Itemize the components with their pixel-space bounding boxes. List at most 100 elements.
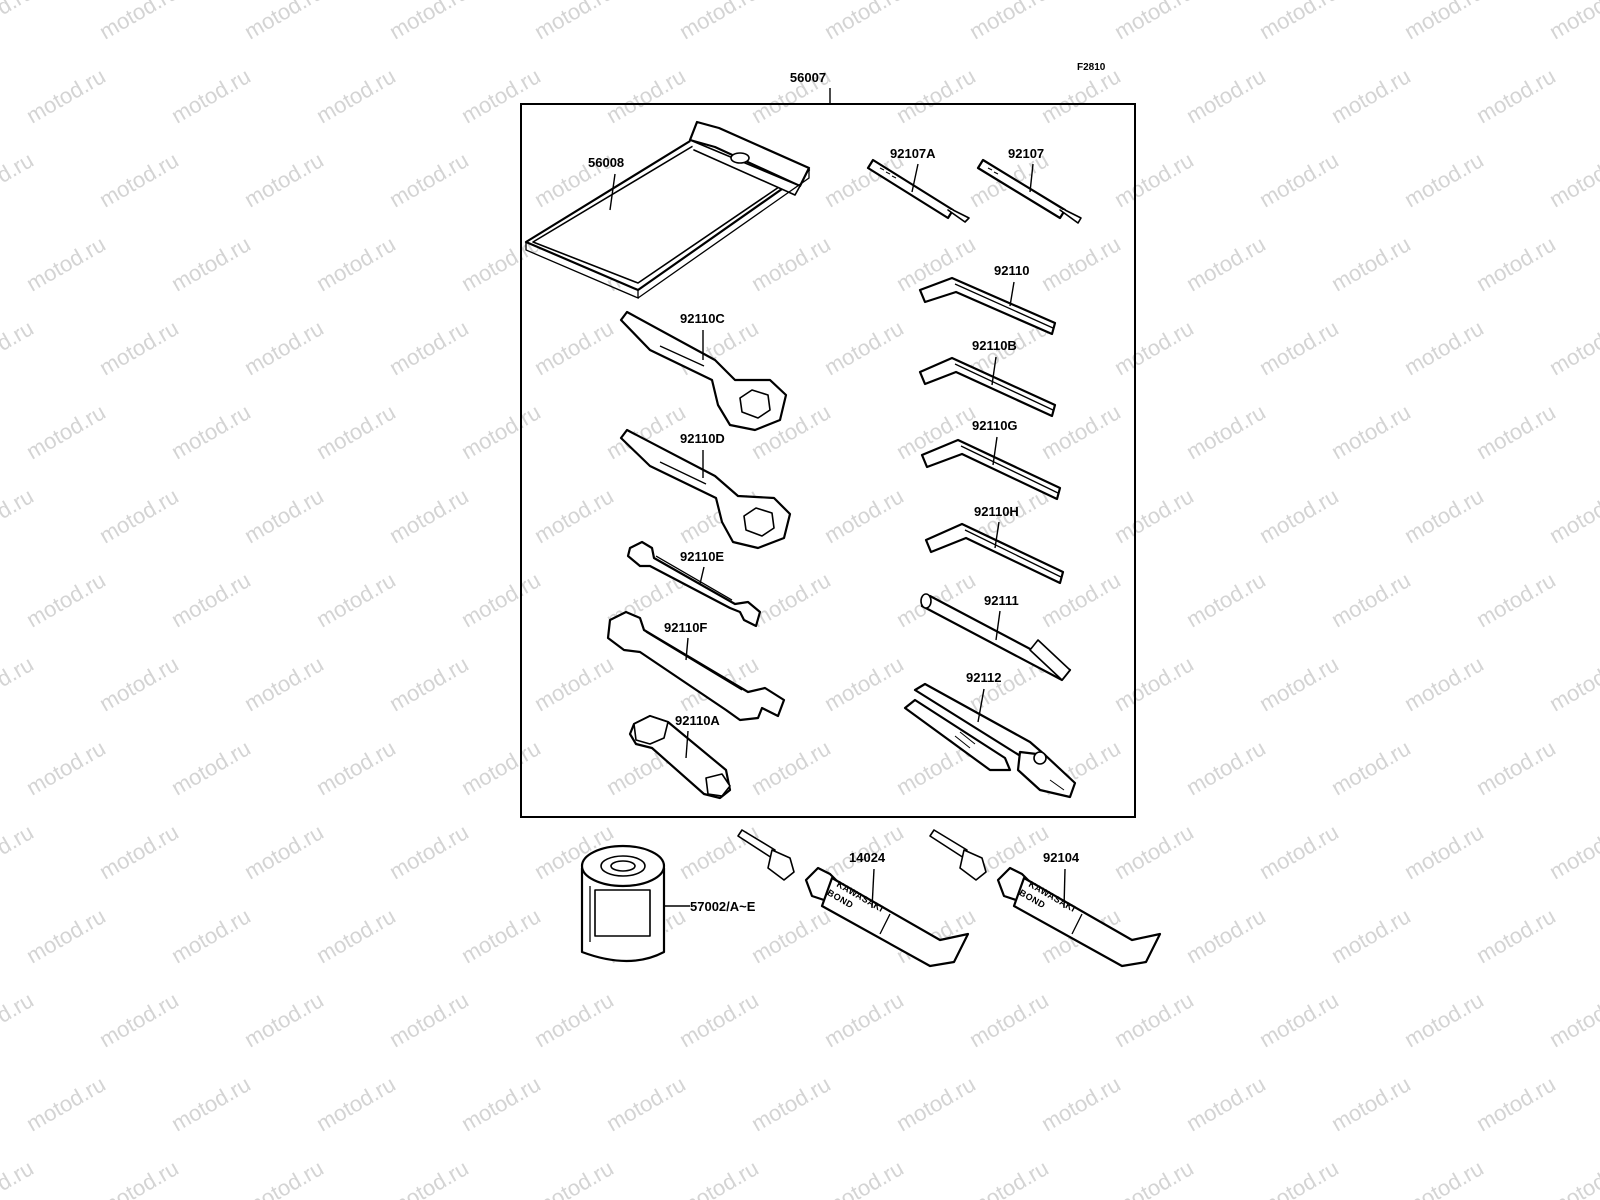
- watermark-text: motod.ru: [167, 567, 255, 632]
- label-open-wrench-f: 92110F: [664, 620, 707, 635]
- watermark-text: motod.ru: [1110, 819, 1198, 884]
- watermark-text: motod.ru: [1110, 651, 1198, 716]
- watermark-text: motod.ru: [1545, 651, 1600, 716]
- watermark-text: motod.ru: [312, 735, 400, 800]
- label-bond-tube-1: 14024: [849, 850, 886, 865]
- hex-wrench-92110b: [918, 356, 1057, 418]
- watermark-text: motod.ru: [892, 1071, 980, 1136]
- watermark-text: motod.ru: [385, 651, 473, 716]
- watermark-text: motod.ru: [385, 483, 473, 548]
- watermark-text: motod.ru: [1327, 399, 1415, 464]
- watermark-text: motod.ru: [312, 399, 400, 464]
- watermark-text: motod.ru: [1327, 903, 1415, 968]
- watermark-text: motod.ru: [0, 819, 38, 884]
- watermark-text: motod.ru: [892, 63, 980, 128]
- watermark-text: motod.ru: [747, 567, 835, 632]
- watermark-text: motod.ru: [0, 651, 38, 716]
- watermark-text: motod.ru: [1255, 651, 1343, 716]
- watermark-text: motod.ru: [95, 483, 183, 548]
- watermark-text: motod.ru: [312, 1071, 400, 1136]
- watermark-text: motod.ru: [1182, 63, 1270, 128]
- watermark-text: motod.ru: [385, 819, 473, 884]
- watermark-text: motod.ru: [1110, 147, 1198, 212]
- watermark-text: motod.ru: [820, 987, 908, 1052]
- watermark-text: motod.ru: [820, 0, 908, 44]
- watermark-text: motod.ru: [95, 987, 183, 1052]
- watermark-text: motod.ru: [530, 1155, 618, 1200]
- watermark-text: motod.ru: [167, 63, 255, 128]
- watermark-text: motod.ru: [167, 399, 255, 464]
- watermark-text: motod.ru: [240, 987, 328, 1052]
- watermark-text: motod.ru: [1472, 735, 1560, 800]
- watermark-text: motod.ru: [1400, 987, 1488, 1052]
- watermark-text: motod.ru: [95, 315, 183, 380]
- watermark-text: motod.ru: [1327, 1071, 1415, 1136]
- watermark-text: motod.ru: [22, 567, 110, 632]
- label-pouch: 56008: [588, 155, 624, 170]
- watermark-text: motod.ru: [95, 147, 183, 212]
- label-socket-wrench-a: 92110A: [675, 713, 720, 728]
- watermark-text: motod.ru: [1110, 483, 1198, 548]
- label-oil-filter: 57002/A~E: [690, 899, 756, 914]
- hex-wrench-92110: [918, 276, 1057, 336]
- watermark-text: motod.ru: [457, 399, 545, 464]
- watermark-text: motod.ru: [457, 735, 545, 800]
- ring-wrench-92110c: [619, 310, 788, 432]
- ring-wrench-92110d: [619, 428, 792, 550]
- watermark-text: motod.ru: [1545, 315, 1600, 380]
- label-bond-tube-2: 92104: [1043, 850, 1080, 865]
- watermark-text: motod.ru: [22, 231, 110, 296]
- watermark-text: motod.ru: [1182, 399, 1270, 464]
- watermark-text: motod.ru: [167, 735, 255, 800]
- watermark-text: motod.ru: [1037, 63, 1125, 128]
- label-kit: 56007: [790, 70, 826, 85]
- watermark-text: motod.ru: [385, 987, 473, 1052]
- watermark-text: motod.ru: [1545, 819, 1600, 884]
- watermark-text: motod.ru: [820, 651, 908, 716]
- bond-tube-14024: KAWASAKI BOND: [737, 829, 970, 968]
- watermark-text: motod.ru: [1110, 0, 1198, 44]
- watermark-text: motod.ru: [22, 63, 110, 128]
- watermark-text: motod.ru: [0, 0, 38, 44]
- label-pliers: 92112: [966, 670, 1001, 685]
- watermark-text: motod.ru: [1400, 315, 1488, 380]
- hex-wrench-92110h: [924, 522, 1065, 585]
- watermark-text: motod.ru: [1400, 651, 1488, 716]
- watermark-text: motod.ru: [457, 567, 545, 632]
- watermark-text: motod.ru: [602, 1071, 690, 1136]
- watermark-text: motod.ru: [602, 63, 690, 128]
- figure-code: F2810: [1077, 62, 1106, 73]
- label-hex-wrench-g: 92110G: [972, 418, 1018, 433]
- label-hex-wrench-b: 92110B: [972, 338, 1017, 353]
- watermark-text: motod.ru: [747, 231, 835, 296]
- watermark-text: motod.ru: [1255, 483, 1343, 548]
- watermark-text: motod.ru: [95, 819, 183, 884]
- watermark-text: motod.ru: [312, 63, 400, 128]
- watermark-text: motod.ru: [1255, 1155, 1343, 1200]
- label-hex-wrench: 92110: [994, 263, 1029, 278]
- watermark-text: motod.ru: [1255, 987, 1343, 1052]
- watermark-text: motod.ru: [240, 483, 328, 548]
- watermark-text: motod.ru: [1472, 903, 1560, 968]
- watermark-text: motod.ru: [312, 567, 400, 632]
- watermark-text: motod.ru: [1327, 63, 1415, 128]
- watermark-text: motod.ru: [22, 1071, 110, 1136]
- watermark-text: motod.ru: [0, 987, 38, 1052]
- watermark-text: motod.ru: [747, 1071, 835, 1136]
- watermark-text: motod.ru: [1255, 819, 1343, 884]
- label-screwdriver: 92107: [1008, 146, 1044, 161]
- watermark-text: motod.ru: [1182, 903, 1270, 968]
- watermark-text: motod.ru: [965, 0, 1053, 44]
- watermark-text: motod.ru: [1545, 147, 1600, 212]
- watermark-text: motod.ru: [95, 0, 183, 44]
- watermark-text: motod.ru: [167, 1071, 255, 1136]
- watermark-text: motod.ru: [1327, 567, 1415, 632]
- watermark-text: motod.ru: [167, 231, 255, 296]
- watermark-text: motod.ru: [1545, 1155, 1600, 1200]
- watermark-text: motod.ru: [530, 987, 618, 1052]
- tool-kit-box: [520, 103, 1136, 818]
- watermark-text: motod.ru: [0, 147, 38, 212]
- watermark-text: motod.ru: [240, 0, 328, 44]
- watermark-text: motod.ru: [1327, 231, 1415, 296]
